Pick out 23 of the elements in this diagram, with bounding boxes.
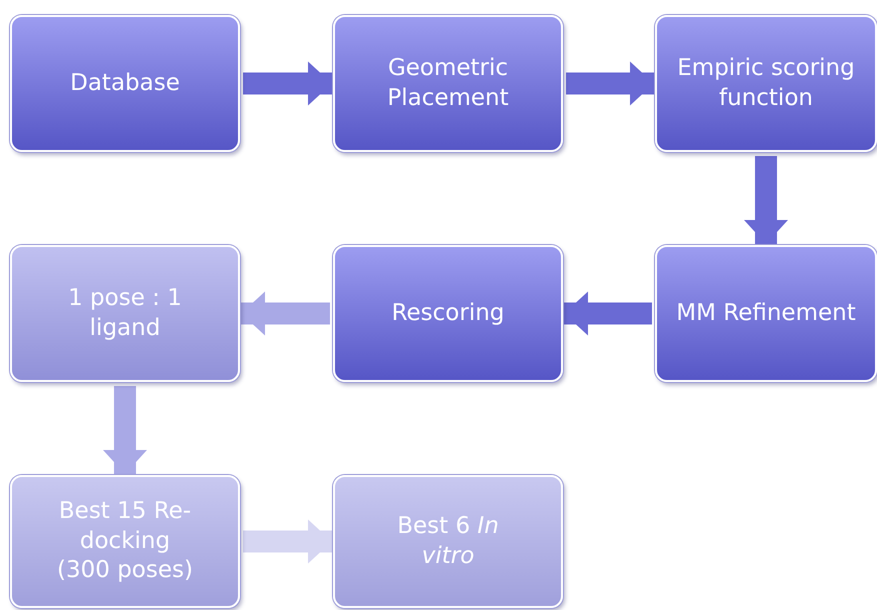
step-label: Best 15 Re-docking (300 poses) [56, 496, 194, 586]
step-label: 1 pose : 1 ligand [67, 284, 183, 342]
block-arrow [566, 62, 654, 106]
block-arrow [103, 386, 147, 474]
process-box [655, 245, 877, 382]
block-arrow [744, 156, 788, 244]
process-box [333, 245, 563, 382]
block-arrow [243, 520, 332, 564]
step-label: Geometric Placement [386, 54, 510, 112]
block-arrow [241, 292, 330, 336]
process-box [333, 15, 563, 152]
step-label: Rescoring [392, 298, 504, 328]
block-arrow [243, 62, 332, 106]
process-box [10, 475, 240, 608]
process-box [655, 15, 877, 152]
process-box [10, 15, 240, 152]
step-label: MM Refinement [676, 298, 856, 328]
step-label: Database [70, 68, 180, 98]
step-label: Best 6 In vitro [396, 512, 500, 570]
process-box [10, 245, 240, 382]
step-label: Empiric scoring function [676, 54, 856, 112]
block-arrow [564, 292, 652, 336]
process-box [333, 475, 563, 608]
